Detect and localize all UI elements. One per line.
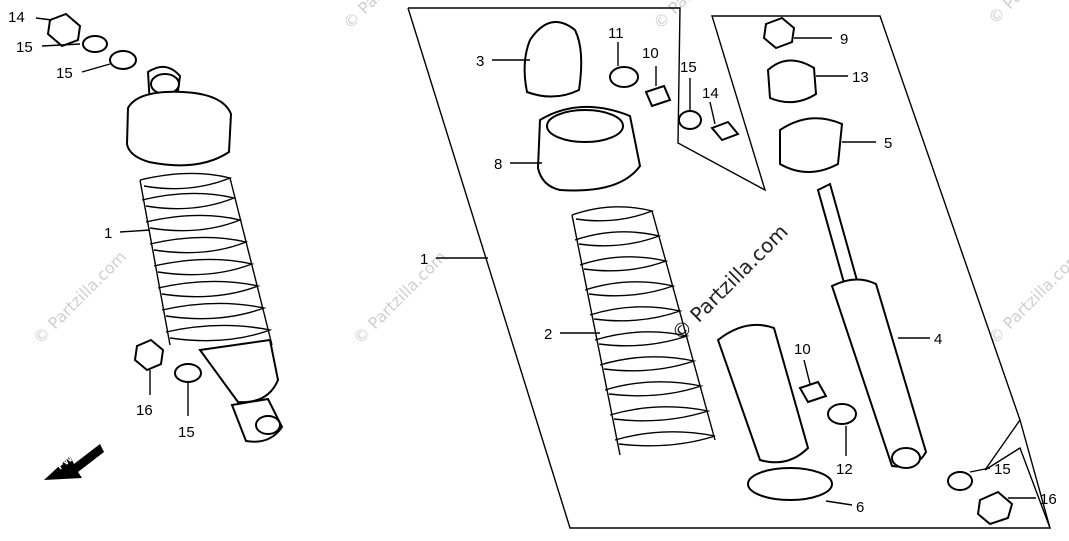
callout-3: 3 xyxy=(476,53,484,70)
callout-16: 16 xyxy=(1040,491,1057,508)
fwd-direction-marker: FWD xyxy=(44,444,104,480)
watermark-text: © Partzilla.com xyxy=(349,247,450,348)
callout-15: 15 xyxy=(56,65,73,82)
watermark-text: © Partzilla.com xyxy=(29,247,130,348)
callout-8: 8 xyxy=(494,156,502,173)
callout-16: 16 xyxy=(136,402,153,419)
callout-14: 14 xyxy=(702,85,719,102)
callout-6: 6 xyxy=(856,499,864,516)
callout-13: 13 xyxy=(852,69,869,86)
exploded-parts xyxy=(523,16,1014,526)
callout-14: 14 xyxy=(8,9,25,26)
callout-15: 15 xyxy=(178,424,195,441)
watermark-text: © Partzilla.com xyxy=(984,247,1069,348)
leader-lines xyxy=(35,17,1036,506)
callout-10: 10 xyxy=(642,45,659,62)
assembled-shock-absorber xyxy=(46,12,284,443)
callout-2: 2 xyxy=(544,326,552,343)
callout-15: 15 xyxy=(680,59,697,76)
callout-labels: 14 15 15 1 16 15 3 11 10 15 14 9 13 5 8 … xyxy=(8,9,1057,516)
callout-12: 12 xyxy=(836,461,853,478)
watermark-text: © Partzilla.com xyxy=(339,0,440,33)
callout-5: 5 xyxy=(884,135,892,152)
callout-15: 15 xyxy=(994,461,1011,478)
callout-9: 9 xyxy=(840,31,848,48)
callout-4: 4 xyxy=(934,331,942,348)
watermark-center: © Partzilla.com xyxy=(667,219,793,345)
watermark-text: © Partzilla.com xyxy=(984,0,1069,28)
callout-11: 11 xyxy=(608,25,624,42)
callout-10: 10 xyxy=(794,341,811,358)
callout-1: 1 xyxy=(104,225,112,242)
callout-15: 15 xyxy=(16,39,33,56)
callout-1: 1 xyxy=(420,251,428,268)
